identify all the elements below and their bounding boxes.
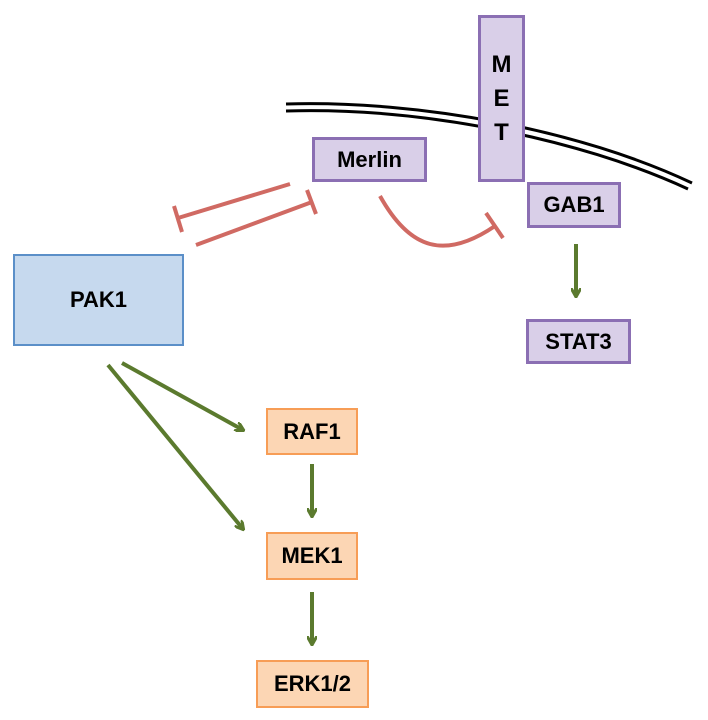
node-raf1: RAF1 [266,408,358,455]
erk-label: ERK1/2 [273,671,352,696]
merlin-label: Merlin [337,146,402,172]
node-erk: ERK1/2 [256,660,369,708]
node-merlin: Merlin [312,137,427,182]
inhibition-merlin-gab1 [378,195,505,248]
inhibition-pak1-merlin [172,182,291,233]
arrow-pak1-raf1 [121,361,243,430]
node-mek1: MEK1 [266,532,358,580]
inhibition-merlin-pak1 [195,189,318,247]
raf1-label: RAF1 [283,418,341,444]
met-letter-m: M [491,50,512,78]
node-met: M E T [478,15,525,182]
mek1-label: MEK1 [281,543,343,568]
met-letter-t: T [494,118,509,146]
gab1-label: GAB1 [543,192,605,217]
node-stat3: STAT3 [526,319,631,364]
arrow-pak1-mek1 [106,363,243,529]
node-gab1: GAB1 [527,182,621,228]
stat3-label: STAT3 [545,328,612,354]
node-pak1: PAK1 [13,254,184,346]
pak1-label: PAK1 [69,287,128,312]
met-letter-e: E [493,84,510,112]
